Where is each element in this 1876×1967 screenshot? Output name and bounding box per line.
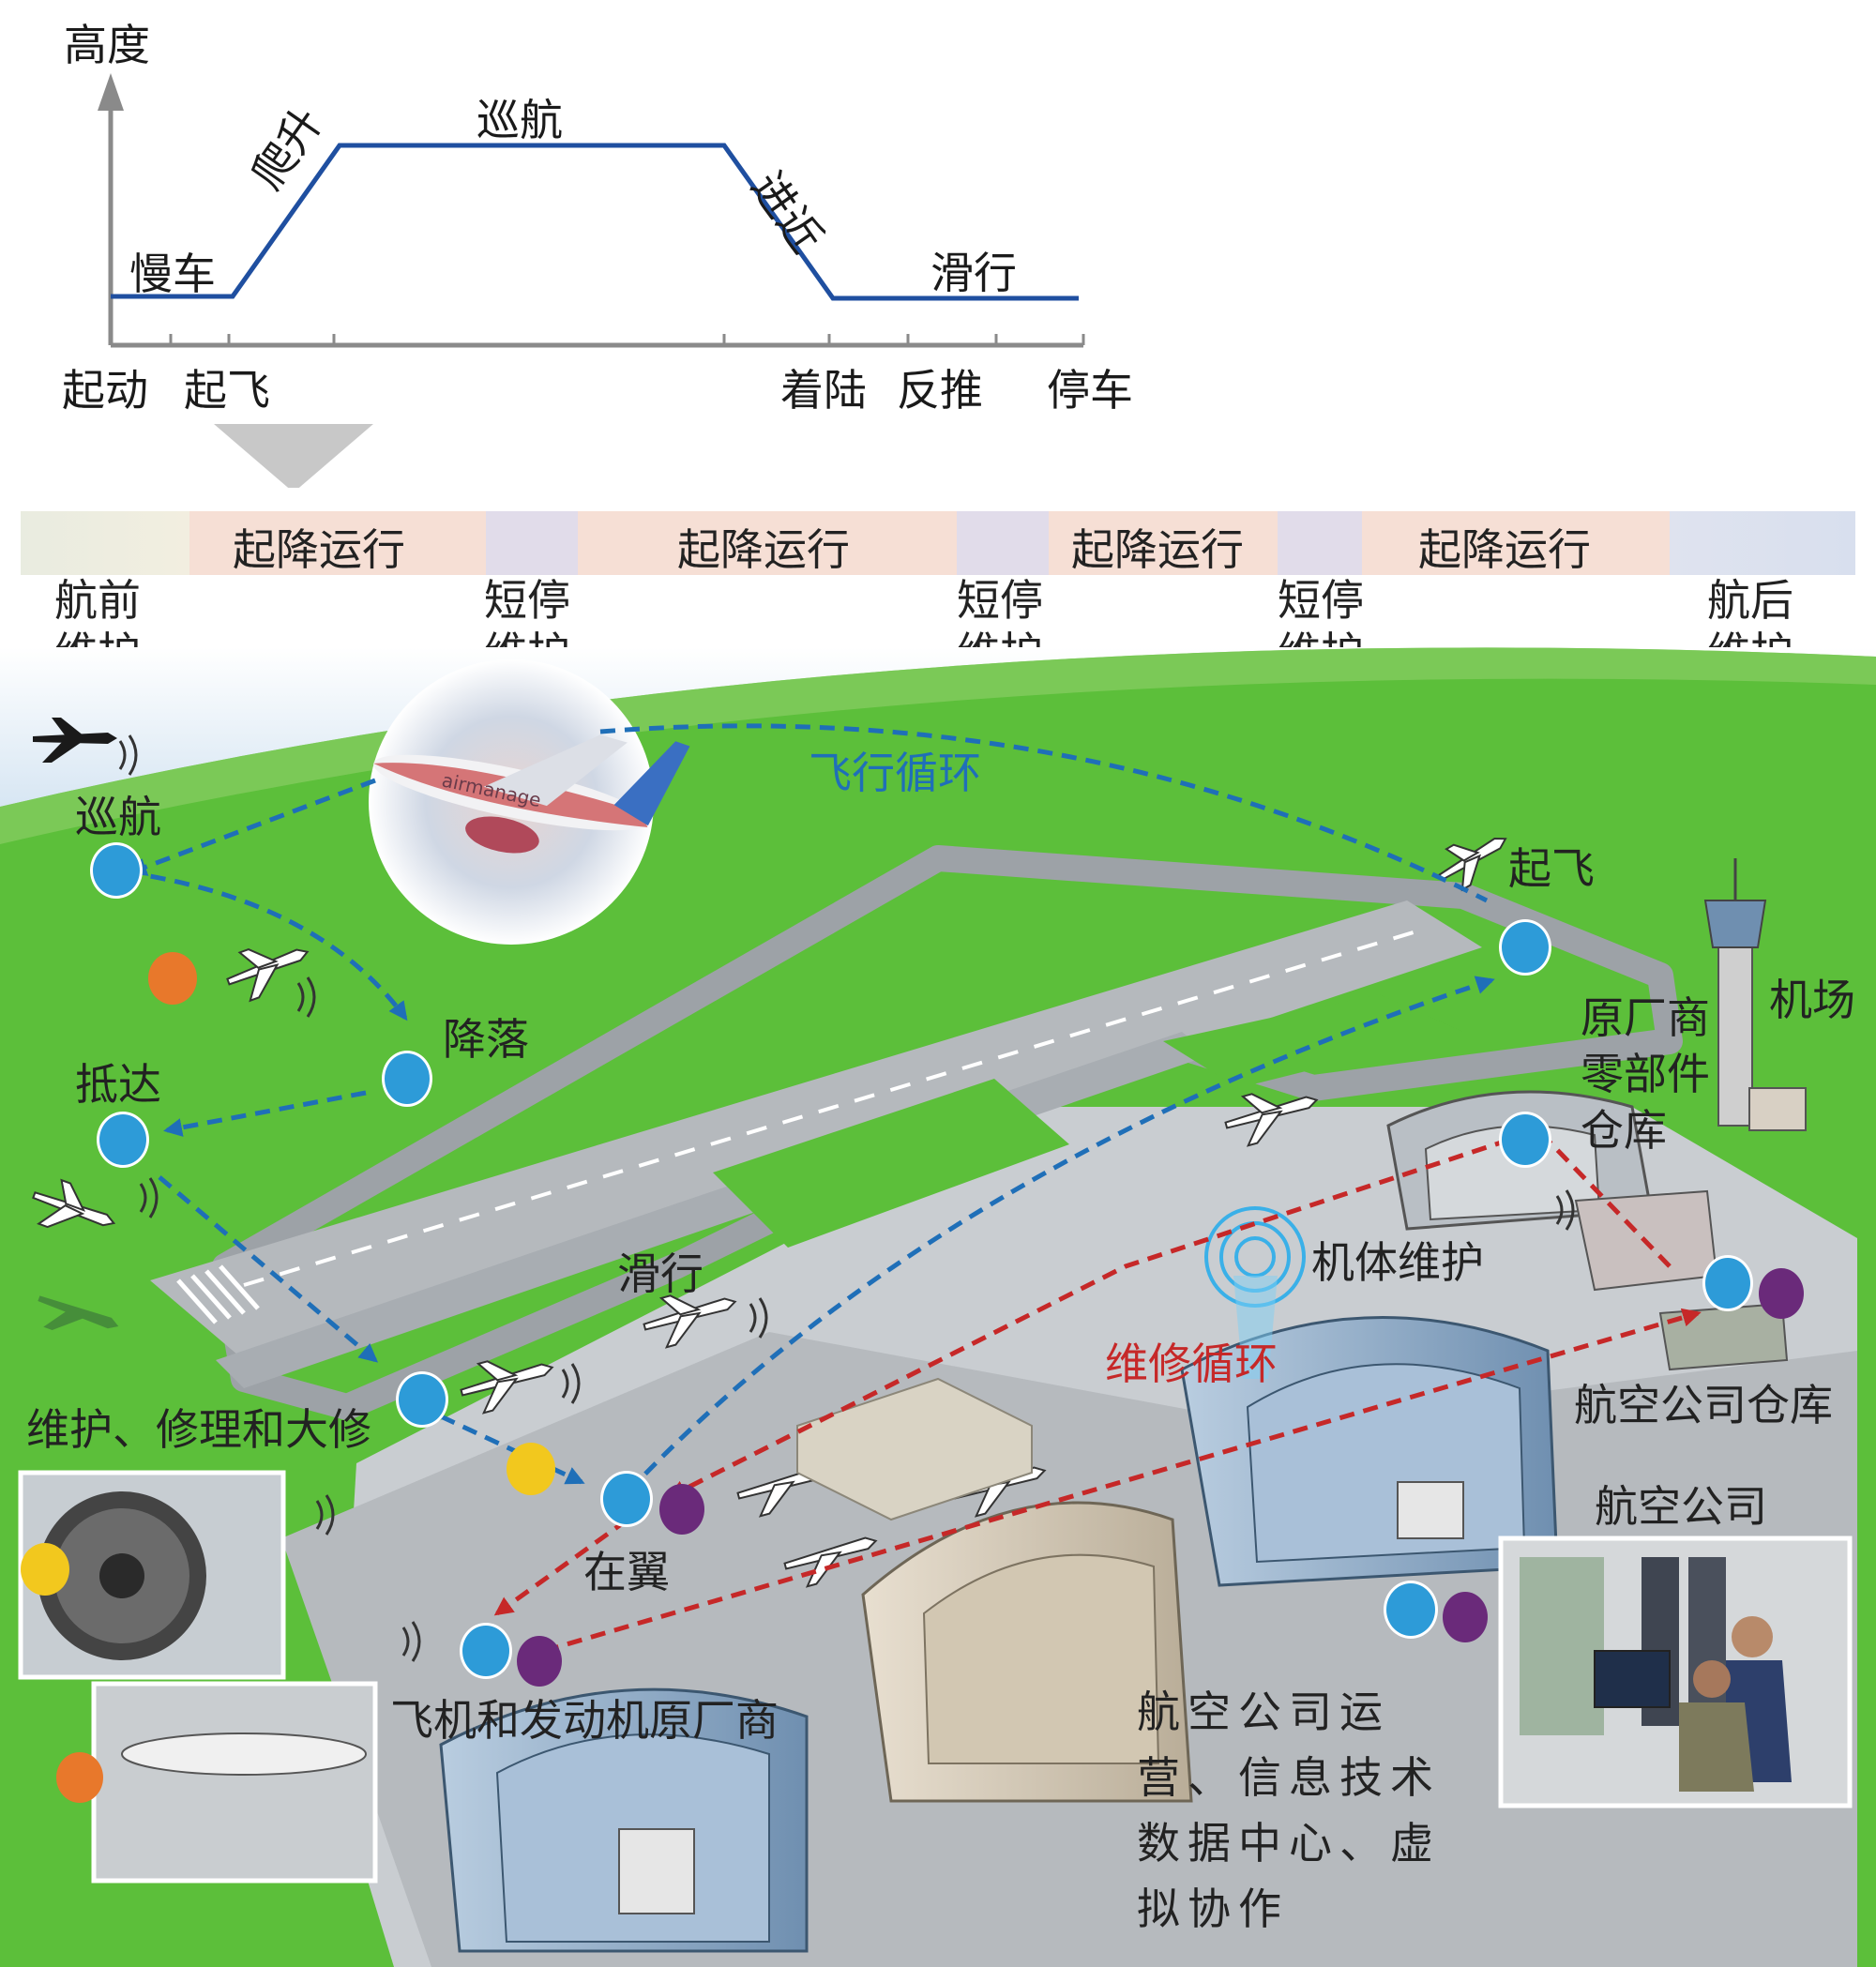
ops-band-label-4: 起降运行: [1418, 524, 1591, 575]
dot-cruise: [90, 842, 143, 899]
y-axis-arrow: [98, 73, 124, 111]
cruise-label: 巡航: [75, 792, 161, 842]
dot-landing: [382, 1051, 432, 1107]
flight-cycle-top-arc: [599, 723, 1489, 903]
ops-band-label-3: 起降运行: [1071, 524, 1244, 575]
dot-orange-1: [148, 952, 197, 1005]
dot-onwing: [600, 1471, 653, 1527]
dot-mro-orange: [56, 1752, 103, 1803]
aircraft-icon-cruise: [33, 718, 117, 763]
aircraft-icon-gate-4: [783, 1536, 878, 1588]
landing-label: 降落: [443, 1014, 529, 1065]
dot-airline-warehouse-purple: [1759, 1268, 1804, 1319]
on-wing-label: 在翼: [583, 1547, 670, 1597]
dot-airline-purple: [1443, 1592, 1488, 1642]
dot-yellow-taxi: [507, 1443, 555, 1495]
oem-label: 飞机和发动机原厂商: [390, 1695, 779, 1746]
path-onwing-to-takeoff: [627, 976, 1495, 1493]
phase-taxi-out-label: 慢车: [129, 249, 216, 299]
beacon-glow: [1233, 1276, 1278, 1379]
aircraft-icon-shadow-1: [38, 1295, 119, 1331]
takeoff-label: 起飞: [1508, 843, 1595, 894]
runway: [150, 900, 1482, 1360]
flight-profile-chart: [98, 73, 1085, 488]
hangar-blue-left: [439, 1687, 809, 1953]
ops-band-label-1: 起降运行: [233, 524, 405, 575]
path-oem-to-airline: [543, 1308, 1702, 1654]
control-tower: [1703, 858, 1807, 1131]
phase-cruise-label: 巡航: [477, 95, 563, 145]
path-photo-to-cruise: [128, 778, 376, 876]
arrival-label: 抵达: [75, 1059, 161, 1110]
aircraft-icon-arrival: [32, 1178, 116, 1229]
path-landing-to-arrival: [163, 1090, 367, 1137]
airport-label: 机场: [1769, 975, 1855, 1025]
runway-threshold-stripes: [176, 1264, 260, 1324]
inflight-aircraft: [373, 734, 690, 854]
event-reverse-thrust-label: 反推: [897, 365, 983, 416]
event-shutdown-label: 停车: [1047, 365, 1133, 416]
grass-horizon-shade: [0, 647, 1876, 844]
dot-mro-yellow: [21, 1543, 69, 1596]
maintenance-cycle-label: 维修循环: [1105, 1339, 1278, 1389]
dot-arrival: [97, 1112, 149, 1168]
airline-warehouse-label: 航空公司仓库: [1574, 1380, 1833, 1430]
runway-centerline: [243, 927, 1427, 1287]
data-center-inset: [1498, 1536, 1853, 1808]
airframe-maintenance-label: 机体维护: [1311, 1237, 1484, 1288]
dot-mro: [396, 1371, 448, 1428]
band-segment-ops-1: [189, 511, 486, 575]
dot-airline: [1384, 1581, 1438, 1639]
dot-airline-warehouse: [1702, 1255, 1753, 1311]
dot-oem-warehouse: [1499, 1112, 1551, 1168]
band-segment-stop-1: [486, 511, 578, 575]
dot-onwing-purple: [659, 1484, 704, 1535]
aircraft-icon-descent: [226, 947, 310, 1003]
band-segment-ops-2: [578, 511, 957, 575]
data-center-label: 航空公司运营、信息技术数据中心、虚拟协作: [1137, 1687, 1441, 1934]
hangar-beige: [861, 1501, 1193, 1803]
oem-parts-warehouse-label: 原厂商零部件仓库: [1581, 992, 1710, 1156]
grass-island-1: [713, 1079, 1069, 1248]
band-segment-ops-3: [1049, 511, 1278, 575]
mro-label: 维护、修理和大修: [26, 1404, 371, 1455]
phase-taxi-in-label: 滑行: [930, 248, 1017, 298]
band-segment-stop-3: [1278, 511, 1362, 575]
y-axis-label: 高度: [64, 20, 150, 70]
path-warehouse-to-onwing: [667, 1127, 1672, 1499]
dot-takeoff: [1499, 919, 1551, 976]
dot-oem-purple: [517, 1636, 562, 1687]
path-mro-to-onwing: [439, 1414, 585, 1485]
path-cruise-to-landing: [126, 870, 408, 1021]
signal-wave-marks: [118, 734, 1575, 1662]
taxi-label: 滑行: [617, 1248, 704, 1299]
x-axis-ticks: [169, 334, 1085, 345]
flight-cycle-label: 飞行循环: [809, 748, 981, 798]
band-segment-stop-2: [957, 511, 1049, 575]
flight-cycle-paths: [126, 723, 1495, 1493]
event-landing-label: 着陆: [780, 365, 867, 416]
band-segment-ops-4: [1362, 511, 1670, 575]
aircraft-icon-taxi-2: [460, 1360, 554, 1415]
aircraft-icon-runway: [1224, 1093, 1319, 1147]
terminal-pier: [796, 1377, 1033, 1521]
altitude-profile-line: [111, 143, 1079, 301]
aircraft-icon-taxi-1: [643, 1294, 737, 1349]
airline-label: 航空公司: [1595, 1481, 1767, 1532]
event-start-label: 起动: [62, 365, 148, 416]
down-arrow: [214, 424, 373, 488]
mro-inset-panel: [18, 1470, 378, 1884]
band-segment-pre: [21, 511, 189, 575]
hangar-blue-right: [1180, 1315, 1559, 1587]
band-segment-post: [1670, 511, 1855, 575]
event-takeoff-label: 起飞: [184, 365, 270, 416]
dot-oem: [460, 1623, 512, 1679]
ops-band-label-2: 起降运行: [677, 524, 850, 575]
